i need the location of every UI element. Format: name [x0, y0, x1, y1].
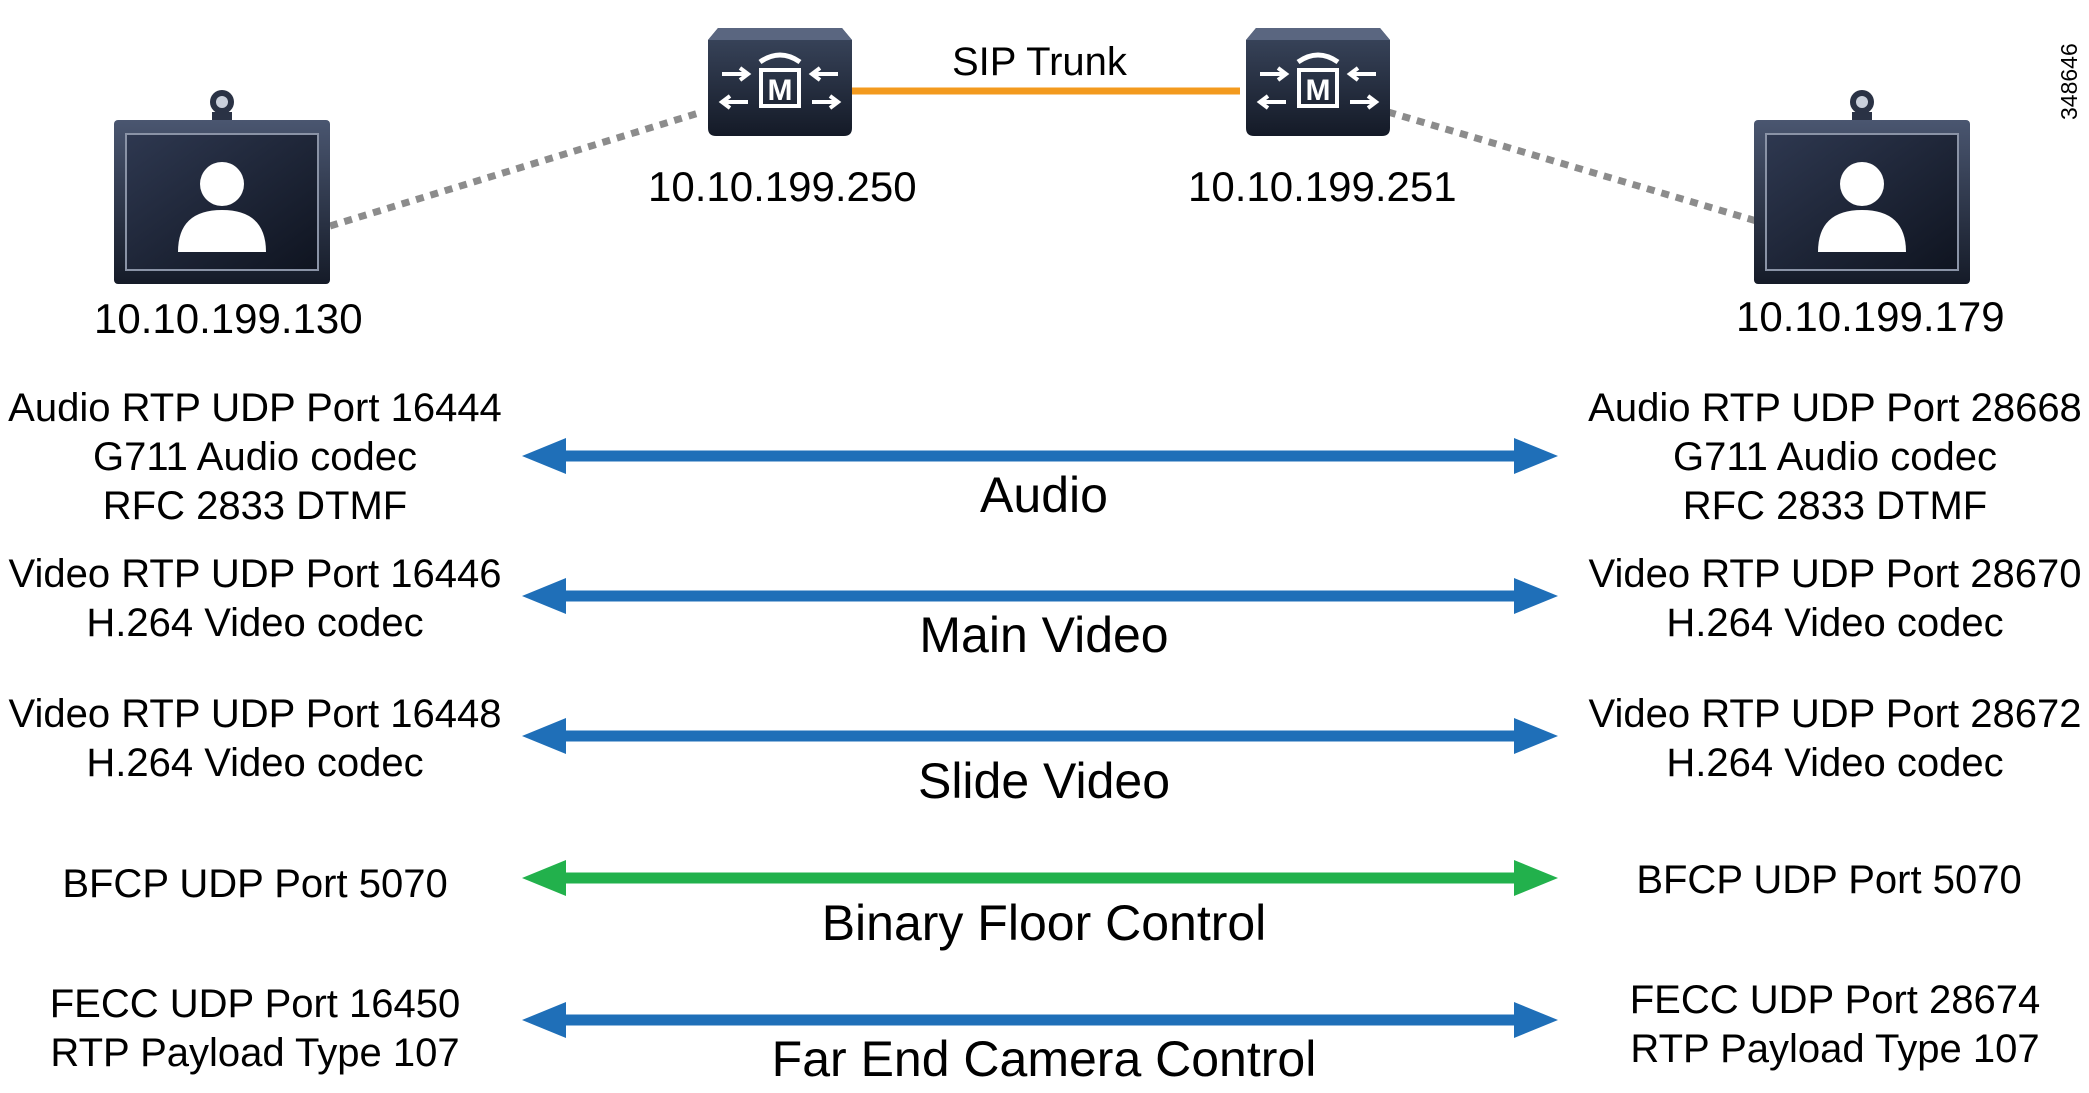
fecc-arrowhead-right [1514, 1002, 1558, 1038]
cucm-server-icon: M [1246, 28, 1390, 136]
left-endpoint-link [328, 108, 704, 230]
fecc-arrowhead-left [522, 1002, 566, 1038]
audio-stream-label: Audio [980, 467, 1108, 523]
server-ip-right: 10.10.199.251 [1188, 163, 1457, 210]
server-ip-left: 10.10.199.250 [648, 163, 917, 210]
stream-arrows [522, 438, 1558, 1038]
endpoint-ip-right: 10.10.199.179 [1736, 293, 2005, 340]
main-video-arrowhead-left [522, 578, 566, 614]
right-endpoint-link [1387, 108, 1761, 226]
bfcp-arrowhead-left [522, 860, 566, 896]
bfcp-left-label: BFCP UDP Port 5070 [62, 862, 448, 906]
endpoint-ip-left: 10.10.199.130 [94, 295, 363, 342]
video-endpoint-icon [1754, 90, 1970, 284]
fecc-stream-label: Far End Camera Control [771, 1031, 1317, 1087]
figure-id: 348646 [2056, 43, 2082, 120]
audio-arrowhead-left [522, 438, 566, 474]
slide-video-arrowhead-right [1514, 718, 1558, 754]
svg-text:M: M [1306, 74, 1331, 107]
sip-trunk-label: SIP Trunk [952, 40, 1127, 84]
slide-video-stream-label: Slide Video [917, 753, 1171, 809]
main-video-arrowhead-right [1514, 578, 1558, 614]
main-video-stream-label: Main Video [919, 607, 1169, 663]
bfcp-arrowhead-right [1514, 860, 1558, 896]
svg-text:M: M [768, 74, 793, 107]
slide-video-arrowhead-left [522, 718, 566, 754]
bfcp-stream-label: Binary Floor Control [821, 895, 1267, 951]
cucm-server-icon: M [708, 28, 852, 136]
audio-arrowhead-right [1514, 438, 1558, 474]
bfcp-right-label: BFCP UDP Port 5070 [1636, 858, 2022, 902]
video-endpoint-icon [114, 90, 330, 284]
